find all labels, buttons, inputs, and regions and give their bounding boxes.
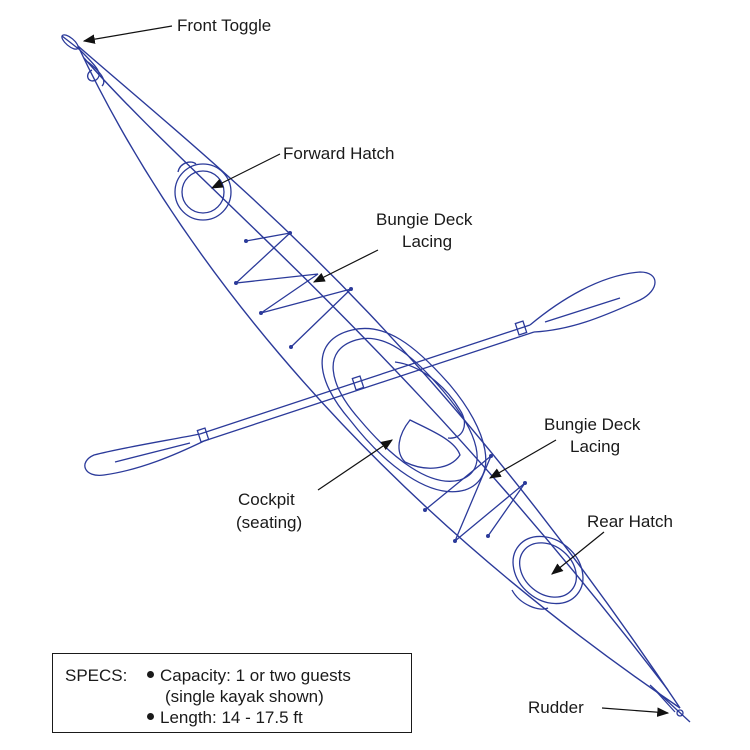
bullet-icon <box>147 713 154 720</box>
front-toggle <box>61 34 105 87</box>
specs-capacity-note: (single kayak shown) <box>165 687 324 706</box>
front-toggle-pointer <box>82 25 173 44</box>
label-rudder: Rudder <box>528 698 584 717</box>
rudder-pointer <box>601 707 670 717</box>
rear-hatch-pointer <box>551 531 605 575</box>
rear-hatch <box>511 535 584 610</box>
label-cockpit-1: Cockpit <box>238 490 295 509</box>
specs-length: Length: 14 - 17.5 ft <box>147 708 303 728</box>
label-bungie-top-1: Bungie Deck <box>376 210 473 229</box>
kayak-hull <box>77 45 681 709</box>
specs-capacity: Capacity: 1 or two guests <box>147 666 351 686</box>
paddle <box>84 271 656 476</box>
label-rear-hatch: Rear Hatch <box>587 512 673 531</box>
label-bungie-bottom-1: Bungie Deck <box>544 415 641 434</box>
specs-heading: SPECS: <box>65 666 128 685</box>
bungee-lacing-top <box>234 231 354 349</box>
bungee-bottom-pointer <box>488 439 557 479</box>
label-bungie-top-2: Lacing <box>402 232 452 251</box>
cockpit <box>321 327 487 493</box>
label-front-toggle: Front Toggle <box>177 16 271 35</box>
label-bungie-bottom-2: Lacing <box>570 437 620 456</box>
label-forward-hatch: Forward Hatch <box>283 144 394 163</box>
forward-hatch-pointer <box>210 153 281 189</box>
rudder <box>649 684 691 723</box>
bungee-lacing-bottom <box>423 454 527 543</box>
forward-hatch <box>174 161 232 221</box>
bullet-icon <box>147 671 154 678</box>
specs-length-text: Length: 14 - 17.5 ft <box>160 708 303 727</box>
label-cockpit-2: (seating) <box>236 513 302 532</box>
specs-capacity-text: Capacity: 1 or two guests <box>160 666 351 685</box>
bungee-top-pointer <box>312 249 379 283</box>
cockpit-pointer <box>317 439 393 491</box>
specs-box: SPECS: Capacity: 1 or two guests (single… <box>52 653 412 733</box>
